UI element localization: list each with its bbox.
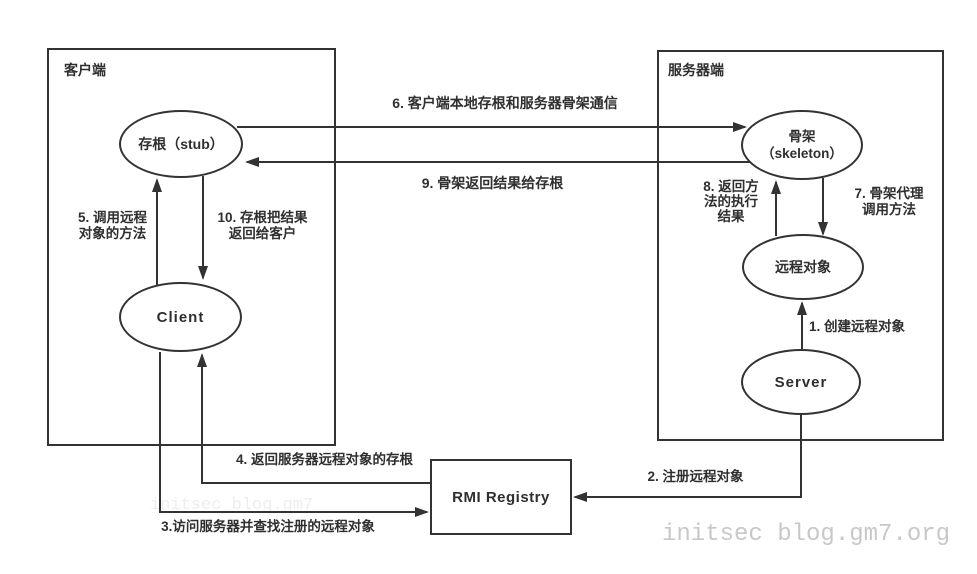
label-step4: 4. 返回服务器远程对象的存根 [235, 452, 413, 467]
stub-node: 存根（stub） [119, 110, 243, 178]
label-step2: 2. 注册远程对象 [647, 469, 744, 484]
server-node: Server [741, 349, 861, 415]
client-side-box [47, 48, 336, 446]
label-step8: 8. 返回方 法的执行 结果 [703, 179, 759, 224]
watermark: initsec blog.gm7.org [662, 521, 951, 548]
label-step5: 5. 调用远程 对象的方法 [77, 210, 147, 241]
label-step10: 10. 存根把结果 返回给客户 [217, 210, 308, 241]
remote-object-node: 远程对象 [742, 234, 864, 300]
rmi-registry-node: RMI Registry [430, 459, 572, 535]
edge-step2-server-to-registry [573, 415, 802, 502]
edge-step3-client-to-registry [159, 352, 429, 517]
label-step3: 3.访问服务器并查找注册的远程对象 [161, 519, 375, 534]
server-side-box-label: 服务器端 [668, 62, 724, 78]
edge-step4-registry-to-client [197, 353, 431, 484]
label-step6: 6. 客户端本地存根和服务器骨架通信 [392, 95, 618, 111]
label-step9: 9. 骨架返回结果给存根 [421, 175, 564, 191]
label-step7: 7. 骨架代理 调用方法 [854, 186, 924, 217]
client-node: Client [119, 282, 242, 352]
label-step1: 1. 创建远程对象 [809, 319, 906, 334]
watermark-faint: initsec blog.gm7 [150, 496, 314, 515]
skeleton-node: 骨架 （skeleton） [741, 110, 863, 180]
client-side-box-label: 客户端 [64, 62, 106, 78]
